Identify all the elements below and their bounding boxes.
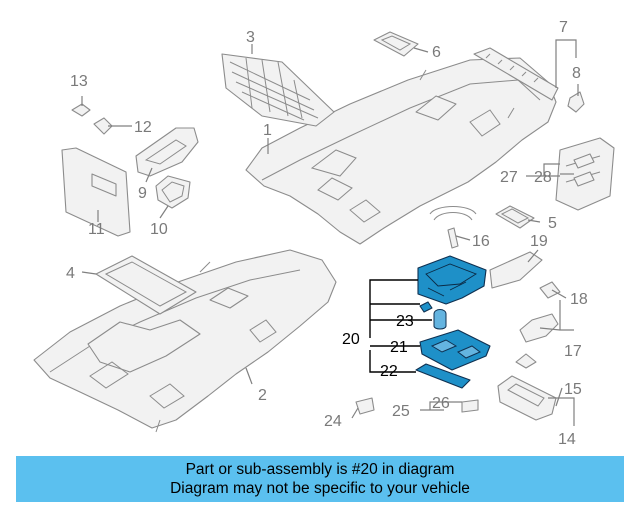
part-7-rail <box>473 47 559 101</box>
callout-4: 4 <box>66 265 75 282</box>
callout-7: 7 <box>559 19 568 36</box>
callout-1: 1 <box>263 122 272 139</box>
part-19-bracket <box>489 251 543 289</box>
callout-10: 10 <box>150 221 168 238</box>
part-27-lamp <box>555 137 615 211</box>
callout-22: 22 <box>380 363 398 380</box>
banner-line-1: Part or sub-assembly is #20 in diagram <box>185 461 455 478</box>
callout-16: 16 <box>472 233 490 250</box>
console-clip <box>419 301 433 313</box>
overhead-console-frame <box>417 255 487 305</box>
callout-14: 14 <box>558 431 576 448</box>
insulator-pad <box>221 53 335 127</box>
callout-25: 25 <box>392 403 410 420</box>
callout-24: 24 <box>324 413 342 430</box>
callout-6: 6 <box>432 44 441 61</box>
console-bulb <box>433 309 447 330</box>
info-banner: Part or sub-assembly is #20 in diagram D… <box>16 456 624 502</box>
leader-lines <box>81 39 579 426</box>
part-26-screw <box>461 399 479 413</box>
callout-18: 18 <box>570 291 588 308</box>
callout-19: 19 <box>530 233 548 250</box>
callout-13: 13 <box>70 73 88 90</box>
highlighted-assembly-20 <box>415 255 491 389</box>
callout-20: 20 <box>342 331 360 348</box>
part-15-console <box>497 375 557 421</box>
part-18-clip <box>515 281 561 369</box>
part-13-clip <box>71 103 91 117</box>
part-8-clip <box>567 91 585 113</box>
part-24-cap <box>355 397 375 415</box>
part-9-assembly <box>135 127 199 177</box>
callout-26: 26 <box>432 395 450 412</box>
part-10-lamp <box>155 175 191 209</box>
callout-3: 3 <box>246 29 255 46</box>
callout-12: 12 <box>134 119 152 136</box>
callout-8: 8 <box>572 65 581 82</box>
banner-line-2: Diagram may not be specific to your vehi… <box>170 480 470 497</box>
console-lens-part-21 <box>419 329 491 371</box>
callout-2: 2 <box>258 387 267 404</box>
parts-diagram: 1 2 3 4 5 6 7 8 9 10 11 12 13 14 15 16 1… <box>33 19 615 448</box>
headliner-upper <box>245 57 557 245</box>
callout-5: 5 <box>548 215 557 232</box>
callout-23: 23 <box>396 313 414 330</box>
part-16-handle <box>429 206 477 249</box>
callout-28: 28 <box>534 169 552 186</box>
callout-9: 9 <box>138 185 147 202</box>
part-6-lamp <box>373 31 419 57</box>
part-5-lens <box>495 205 535 229</box>
console-trim-part-22 <box>415 363 471 389</box>
sun-visor <box>61 147 131 237</box>
callout-labels: 1 2 3 4 5 6 7 8 9 10 11 12 13 14 15 16 1… <box>66 19 588 448</box>
callout-15: 15 <box>564 381 582 398</box>
sunroof-panel <box>95 255 197 315</box>
callout-11: 11 <box>88 221 105 238</box>
part-17-bracket <box>519 313 559 343</box>
callout-27: 27 <box>500 169 518 186</box>
callout-21: 21 <box>390 339 408 356</box>
headliner-lower <box>33 249 337 433</box>
callout-17: 17 <box>564 343 582 360</box>
